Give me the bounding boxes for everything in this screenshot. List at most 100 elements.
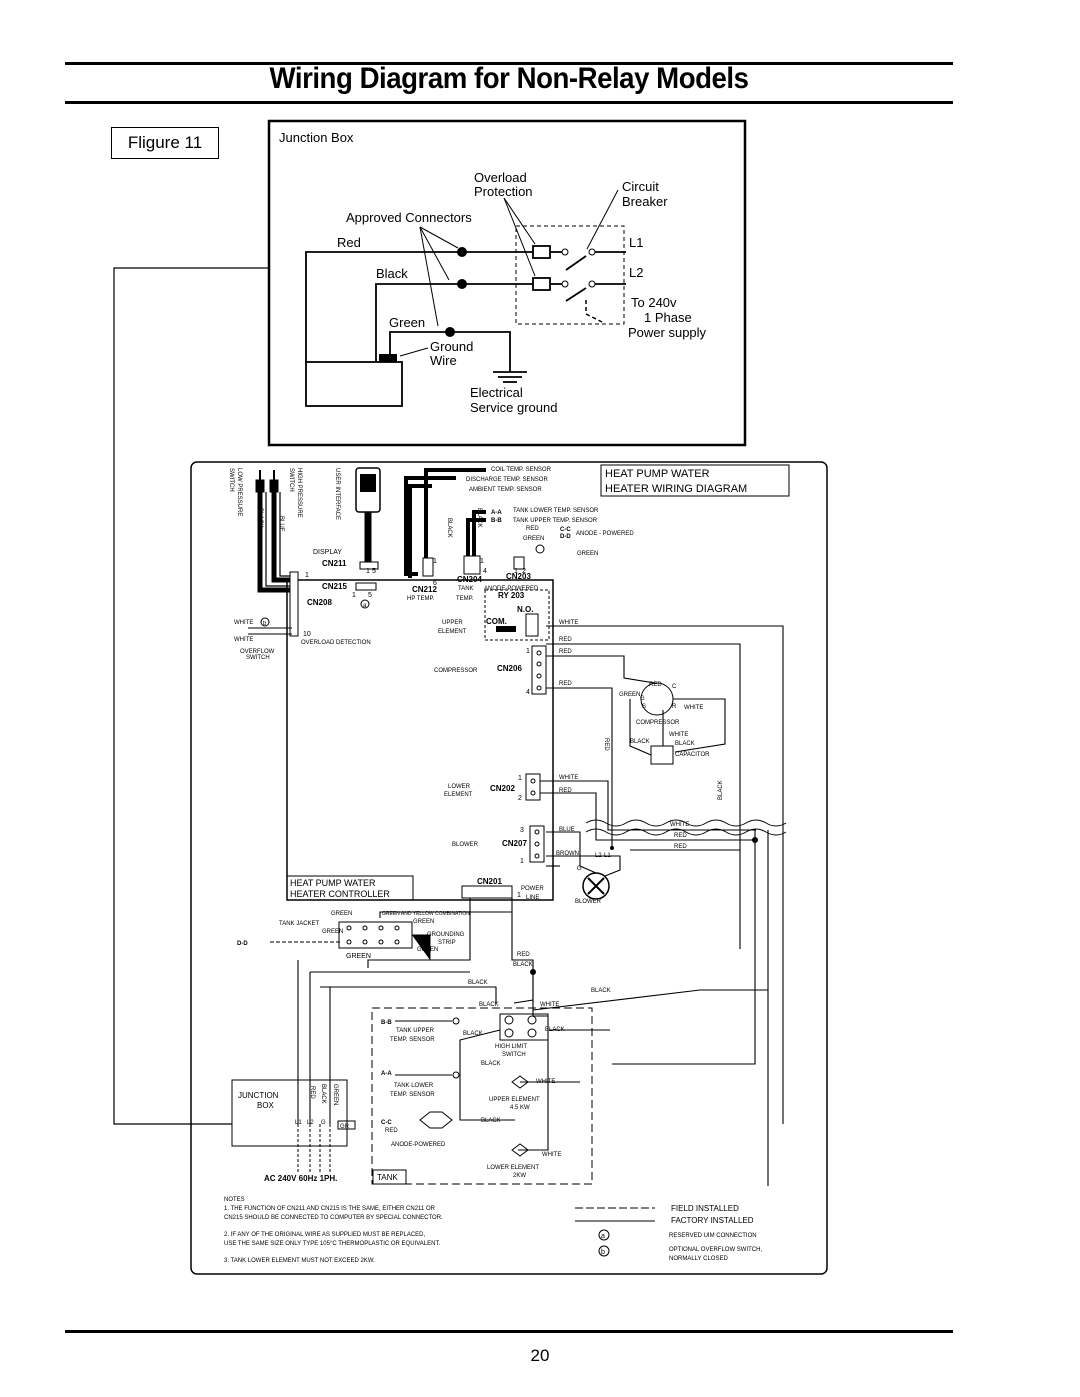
diagram-label: RED — [603, 738, 609, 751]
diagram-label: POWER — [521, 886, 544, 892]
diagram-label: USER INTERFACE — [334, 468, 340, 520]
diagram-label: RED — [559, 649, 572, 655]
schematic-heading-1: HEAT PUMP WATER — [605, 468, 710, 480]
diagram-label: COIL TEMP. SENSOR — [491, 467, 552, 473]
wire-label: Wire — [430, 353, 457, 368]
diagram-label: WHITE — [234, 620, 253, 626]
diagram-label: TANK LOWER — [394, 1083, 434, 1089]
diagram-label: 10 — [303, 631, 311, 638]
diagram-label: UPPER ELEMENT — [489, 1097, 540, 1103]
diagram-label: SWITCH — [288, 468, 294, 492]
schematic-heading-2: HEATER WIRING DIAGRAM — [605, 483, 747, 495]
diagram-label: b — [601, 1249, 605, 1256]
diagram-label: 4.5 KW — [510, 1105, 530, 1111]
l1-label: L1 — [629, 235, 643, 250]
diagram-label: a — [601, 1233, 605, 1240]
electrical-label: Electrical — [470, 385, 523, 400]
diagram-label: SWITCH — [246, 655, 270, 661]
diagram-label: WHITE — [559, 775, 578, 781]
diagram-label: a — [363, 603, 367, 609]
diagram-label: BLOWER — [452, 842, 479, 848]
diagram-label: R — [672, 704, 677, 710]
diagram-label: SWITCH — [502, 1052, 526, 1058]
diagram-label: WHITE — [542, 1152, 561, 1158]
diagram-label: 5 — [368, 592, 372, 599]
diagram-label: CN202 — [490, 784, 515, 793]
diagram-label: GREEN — [332, 1084, 338, 1105]
diagram-label: RED — [517, 952, 530, 958]
diagram-label: RY 203 — [498, 591, 525, 600]
diagram-label: TEMP. — [456, 596, 474, 602]
diagram-label: SWITCH — [228, 468, 234, 492]
diagram-label: TEMP. SENSOR — [390, 1037, 435, 1043]
diagram-label: A-A — [381, 1071, 392, 1077]
diagram-label: USE THE SAME SIZE ONLY TYPE 105°C THERMO… — [224, 1241, 440, 1247]
power-supply-label: Power supply — [628, 325, 707, 340]
diagram-label: AC 240V 60Hz 1PH. — [264, 1174, 337, 1183]
phase-label: 1 Phase — [644, 310, 692, 325]
overload-label: Overload — [474, 170, 527, 185]
controller-label-1: HEAT PUMP WATER — [290, 878, 376, 888]
page-number: 20 — [530, 1346, 550, 1365]
diagram-label: BLUE — [278, 516, 284, 532]
diagram-label: GREEN — [322, 929, 343, 935]
service-ground-label: Service ground — [470, 400, 557, 415]
diagram-label: GREEN — [619, 692, 640, 698]
diagram-label: N.O. — [517, 605, 533, 614]
diagram-label: CN215 SHOULD BE CONNECTED TO COMPUTER BY… — [224, 1215, 443, 1221]
diagram-label: GR — [340, 1124, 350, 1130]
diagram-label: TANK — [458, 586, 474, 592]
diagram-label: 3 — [520, 827, 524, 834]
ground-label: Ground — [430, 339, 473, 354]
diagram-label: GREEN — [417, 947, 438, 953]
diagram-label: 1. THE FUNCTION OF CN211 AND CN215 IS TH… — [224, 1206, 436, 1212]
breaker-label: Breaker — [622, 194, 668, 209]
diagram-label: GREEN — [413, 919, 434, 925]
junction-box-title: Junction Box — [279, 130, 354, 145]
diagram-label: 2 — [518, 795, 522, 802]
diagram-label: S — [642, 704, 646, 710]
diagram-label: STRIP — [438, 940, 456, 946]
diagram-label: BLACK — [481, 1118, 501, 1124]
diagram-label: TEMP. SENSOR — [390, 1092, 435, 1098]
diagram-label: 1 — [526, 648, 530, 655]
diagram-label: BLUE — [559, 827, 575, 833]
diagram-label: 1 — [352, 592, 356, 599]
diagram-label: HIGH LIMIT — [495, 1044, 527, 1050]
diagram-label: ANODE-POWERED — [484, 586, 539, 592]
diagram-label: COMPRESSOR — [636, 720, 680, 726]
diagram-label: LINE — [526, 895, 539, 901]
diagram-label: COMPRESSOR — [434, 668, 478, 674]
diagram-label: C-C — [381, 1120, 392, 1126]
diagram-label: RED — [674, 844, 687, 850]
diagram-label: GREEN — [577, 551, 598, 557]
diagram-label: CAPACITOR — [675, 752, 710, 758]
diagram-label: WHITE — [670, 822, 689, 828]
red-wire-label: Red — [337, 235, 361, 250]
diagram-label: CN211 — [322, 559, 347, 568]
diagram-label: DISCHARGE TEMP. SENSOR — [466, 477, 548, 483]
diagram-label: RED — [649, 682, 662, 688]
junction-box-panel: Junction Box Overload Protection Circuit… — [267, 119, 747, 447]
diagram-label: BLACK — [481, 1061, 501, 1067]
diagram-label: 1 — [305, 572, 309, 579]
diagram-label: 3. TANK LOWER ELEMENT MUST NOT EXCEED 2K… — [224, 1258, 375, 1264]
diagram-label: BLACK — [468, 980, 488, 986]
diagram-label: A-A — [491, 510, 502, 516]
diagram-label: DISPLAY — [313, 549, 342, 556]
diagram-label: ANODE - POWERED — [576, 531, 634, 537]
diagram-label: HIGH PRESSURE — [296, 468, 302, 518]
diagram-label: 2. IF ANY OF THE ORIGINAL WIRE AS SUPPLI… — [224, 1232, 425, 1238]
diagram-label: CN206 — [497, 664, 522, 673]
diagram-label: GREEN — [346, 953, 371, 960]
diagram-label: G — [640, 696, 645, 702]
diagram-label: B-B — [491, 518, 502, 524]
controller-label-2: HEATER CONTROLLER — [290, 889, 390, 899]
diagram-label: 1 — [518, 775, 522, 782]
diagram-label: GREEN — [331, 911, 352, 917]
diagram-label: TANK LOWER TEMP. SENSOR — [513, 508, 599, 514]
diagram-label: ELEMENT — [444, 792, 473, 798]
diagram-label: UPPER — [442, 620, 463, 626]
diagram-label: LOWER ELEMENT — [487, 1165, 539, 1171]
